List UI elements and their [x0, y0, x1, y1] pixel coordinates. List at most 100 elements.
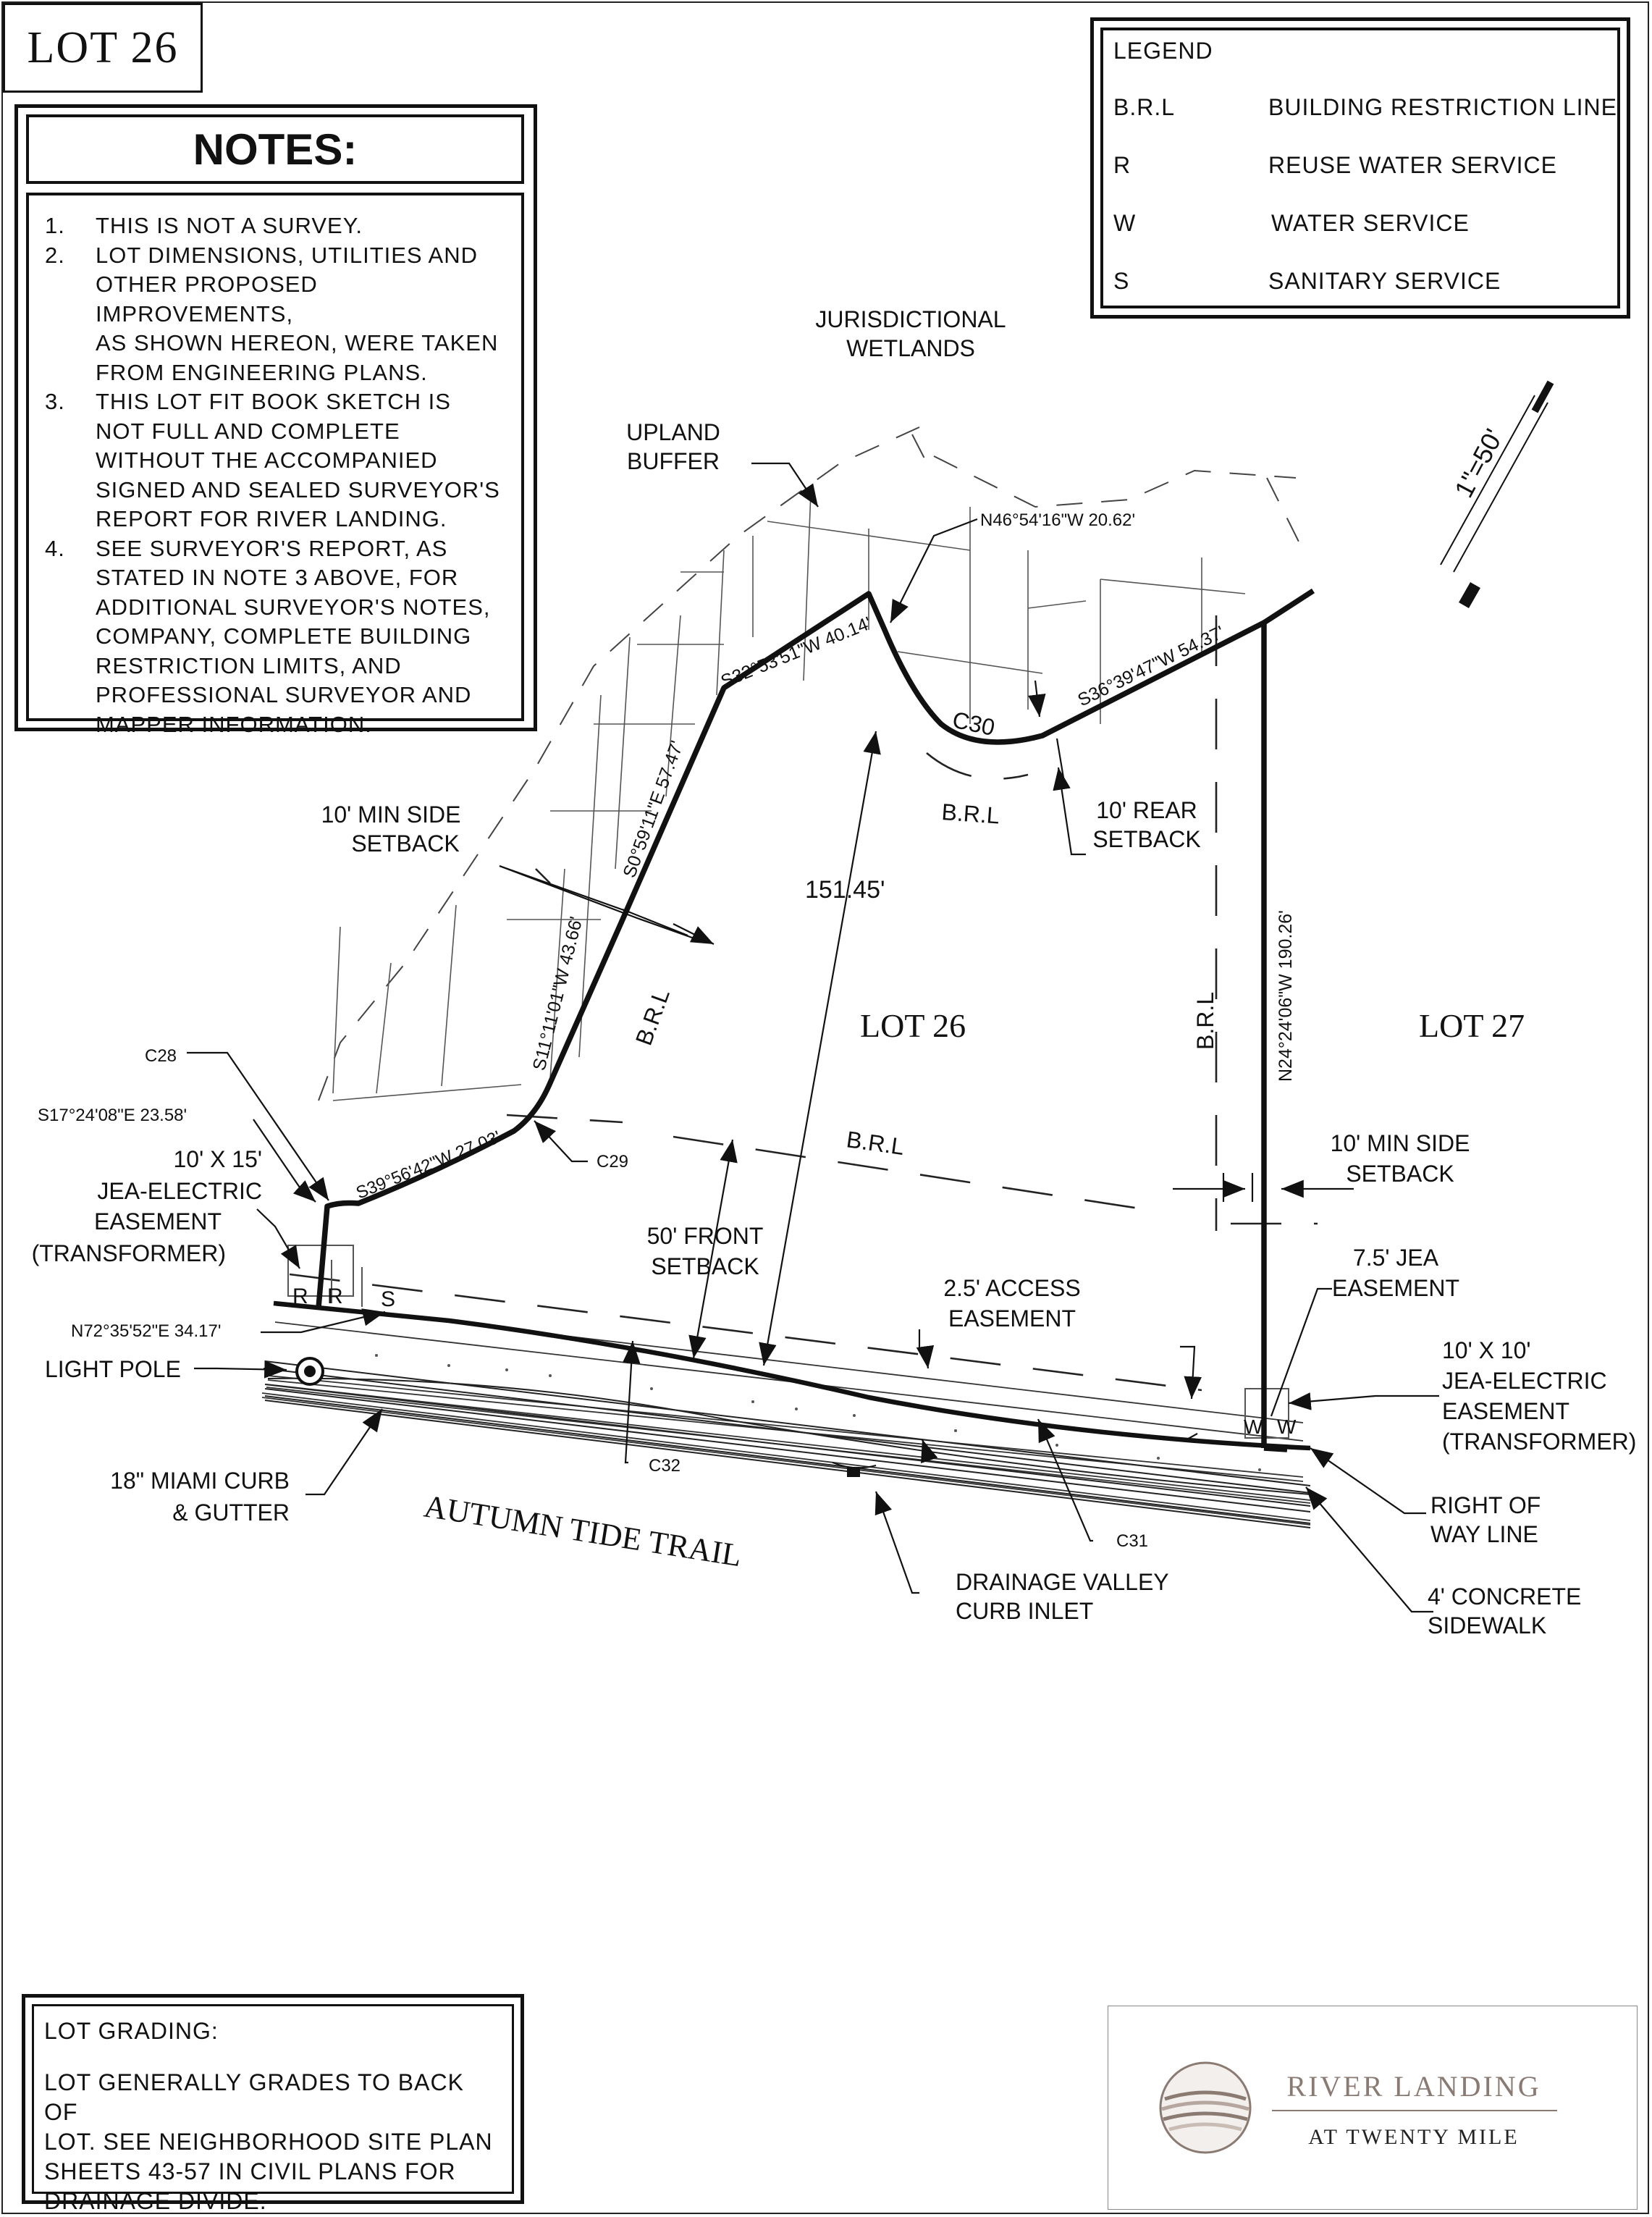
upland-buffer-label-line-2: BUFFER — [627, 448, 720, 474]
lot-grading-line: LOT. SEE NEIGHBORHOOD SITE PLAN — [44, 2129, 493, 2155]
note-text: THIS IS NOT A SURVEY. — [96, 211, 507, 241]
logo-line-2: AT TWENTY MILE — [1308, 2125, 1519, 2149]
bearing-n24-label: N24°24'06"W 190.26' — [1276, 910, 1296, 1082]
note-item: 1. THIS IS NOT A SURVEY. — [45, 211, 507, 241]
water-service-label: W — [1244, 1415, 1263, 1438]
river-landing-emblem-icon — [1159, 2061, 1252, 2154]
legend-code: R — [1113, 152, 1131, 178]
min-side-setback-left-line-1: 10' MIN SIDE — [321, 802, 461, 828]
note-item: 3. THIS LOT FIT BOOK SKETCH IS NOT FULL … — [45, 387, 507, 534]
note-line: OTHER PROPOSED IMPROVEMENTS, — [96, 272, 318, 327]
access-easement-line-1: 2.5' ACCESS — [943, 1275, 1080, 1301]
rear-setback-line-2: SETBACK — [1092, 826, 1200, 852]
note-line: FROM ENGINEERING PLANS. — [96, 359, 428, 385]
leader-lines — [187, 462, 1439, 1613]
notes-panel — [14, 104, 537, 731]
curve-c29-label: C29 — [597, 1152, 628, 1171]
bearing-s17-label: S17°24'08"E 23.58' — [38, 1106, 187, 1125]
note-number: 4. — [45, 535, 65, 561]
access-easement-line-2: EASEMENT — [948, 1305, 1076, 1332]
lot-grading-line: LOT GENERALLY GRADES TO BACK OF — [44, 2069, 464, 2125]
note-line: NOT FULL AND COMPLETE — [96, 418, 400, 444]
jea-left-line-3: EASEMENT — [94, 1208, 222, 1234]
water-service-label: W — [1277, 1415, 1297, 1438]
note-item: 2. LOT DIMENSIONS, UTILITIES AND OTHER P… — [45, 241, 507, 388]
jea-left-line-4: (TRANSFORMER) — [32, 1240, 226, 1266]
lot-grading-title: LOT GRADING: — [44, 2018, 219, 2044]
lot-tag: LOT 26 — [3, 3, 203, 93]
brl-label-side-right: B.R.L — [1192, 992, 1218, 1050]
drainage-label-line-2: CURB INLET — [956, 1598, 1093, 1624]
row-line-label-line-2: WAY LINE — [1430, 1521, 1538, 1547]
jea-right-line-3: EASEMENT — [1442, 1398, 1569, 1424]
lot-grading-line: DRAINAGE DIVIDE. — [44, 2188, 267, 2214]
min-side-setback-left-line-2: SETBACK — [351, 830, 459, 857]
legend-code: W — [1113, 210, 1137, 236]
bearing-n46-label: N46°54'16"W 20.62' — [980, 510, 1135, 530]
bearing-s32-label: S32°53'51"W 40.14' — [718, 613, 875, 692]
jea-easement-line-1: 7.5' JEA — [1353, 1245, 1439, 1271]
sidewalk-texture — [375, 1354, 1261, 1471]
lot-grading-panel — [22, 1994, 524, 2204]
row-line-label-line-1: RIGHT OF — [1430, 1492, 1541, 1518]
lot-26-label: LOT 26 — [860, 1007, 966, 1044]
note-number: 1. — [45, 213, 65, 238]
legend-title: LEGEND — [1113, 38, 1213, 64]
sanitary-service-label: S — [381, 1287, 395, 1311]
reuse-service-label: R — [292, 1284, 308, 1308]
note-number: 2. — [45, 242, 65, 268]
utility-box-right — [1244, 1388, 1289, 1439]
brl-label-rear: B.R.L — [941, 799, 1000, 828]
depth-dimension-label: 151.45' — [805, 876, 885, 904]
depth-dimension-line — [759, 731, 881, 1366]
river-landing-logo: RIVER LANDING AT TWENTY MILE — [1159, 2061, 1557, 2154]
easement-lines — [261, 1301, 1311, 1526]
note-line: MAPPER INFORMATION. — [96, 711, 372, 737]
logo-panel: RIVER LANDING AT TWENTY MILE — [1108, 2006, 1638, 2210]
brl-label-front: B.R.L — [845, 1126, 906, 1160]
legend-description: WATER SERVICE — [1271, 210, 1470, 236]
note-line: ADDITIONAL SURVEYOR'S NOTES, — [96, 594, 491, 620]
note-line: WITHOUT THE ACCOMPANIED — [96, 447, 438, 473]
reuse-service-label: R — [327, 1284, 343, 1308]
drainage-label-line-1: DRAINAGE VALLEY — [956, 1569, 1169, 1595]
street-name: AUTUMN TIDE TRAIL — [421, 1488, 743, 1573]
curb-label-line-1: 18" MIAMI CURB — [110, 1468, 290, 1494]
brl-label-side-left: B.R.L — [631, 985, 675, 1049]
note-line: THIS IS NOT A SURVEY. — [96, 213, 363, 238]
lot-27-label: LOT 27 — [1419, 1007, 1525, 1044]
note-item: 4. SEE SURVEYOR'S REPORT, AS STATED IN N… — [45, 534, 507, 740]
curb-label-line-2: & GUTTER — [172, 1499, 290, 1526]
curve-c28-label: C28 — [145, 1046, 177, 1066]
note-line: AS SHOWN HEREON, WERE TAKEN — [96, 330, 499, 356]
min-side-setback-right-line-1: 10' MIN SIDE — [1331, 1130, 1470, 1156]
front-setback-line-2: SETBACK — [651, 1253, 759, 1279]
note-line: RESTRICTION LIMITS, AND — [96, 652, 402, 678]
note-line: PROFESSIONAL SURVEYOR AND — [96, 682, 472, 707]
note-line: REPORT FOR RIVER LANDING. — [96, 506, 447, 531]
light-pole-label: LIGHT POLE — [45, 1356, 181, 1382]
sidewalk-label-line-1: 4' CONCRETE — [1428, 1583, 1581, 1610]
legend-description: BUILDING RESTRICTION LINE — [1268, 94, 1617, 120]
rear-setback-line-1: 10' REAR — [1096, 797, 1197, 823]
note-text: LOT DIMENSIONS, UTILITIES AND OTHER PROP… — [96, 241, 507, 388]
jea-left-line-2: JEA-ELECTRIC — [97, 1178, 262, 1204]
brl-dashed-lines — [289, 615, 1318, 1392]
note-text: SEE SURVEYOR'S REPORT, AS STATED IN NOTE… — [96, 534, 507, 740]
bearing-s11-label: S11°11'01"W 43.66' — [529, 914, 587, 1072]
legend-box: LEGEND B.R.L BUILDING RESTRICTION LINE R… — [1100, 28, 1620, 308]
legend-description: REUSE WATER SERVICE — [1268, 152, 1557, 178]
curb-and-gutter — [263, 1360, 1311, 1528]
note-text: THIS LOT FIT BOOK SKETCH IS NOT FULL AND… — [96, 387, 507, 534]
note-line: LOT DIMENSIONS, UTILITIES AND — [96, 242, 478, 268]
legend-panel — [1090, 17, 1630, 319]
note-line: SIGNED AND SEALED SURVEYOR'S — [96, 476, 500, 502]
lot-grading-line: SHEETS 43-57 IN CIVIL PLANS FOR — [44, 2158, 456, 2184]
front-setback-line-1: 50' FRONT — [647, 1223, 764, 1249]
notes-title: NOTES: — [26, 114, 524, 184]
curve-c32-label: C32 — [649, 1456, 680, 1476]
wetland-hatching — [332, 492, 1246, 1101]
front-setback-dimension-line — [688, 1139, 738, 1359]
